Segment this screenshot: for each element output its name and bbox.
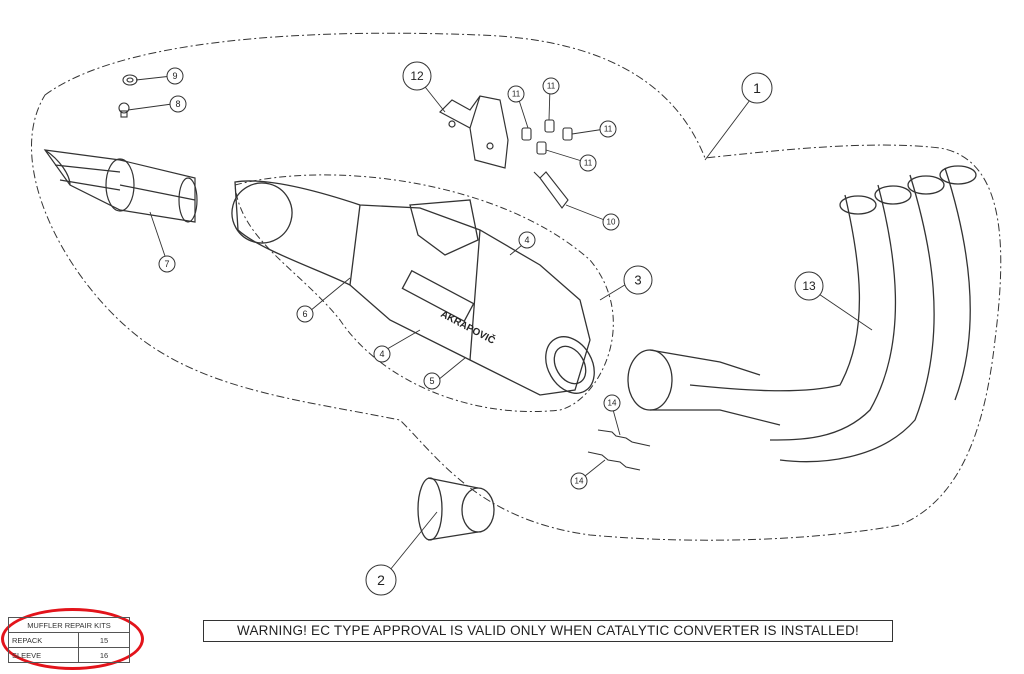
kit-name: REPACK: [8, 632, 79, 648]
callout-9: 9: [166, 67, 184, 85]
svg-text:9: 9: [172, 71, 177, 81]
table-row: REPACK 15: [8, 632, 130, 648]
svg-text:4: 4: [524, 235, 529, 245]
washer-and-bolt: [118, 74, 138, 118]
svg-text:8: 8: [175, 99, 180, 109]
callout-4a: 4: [518, 231, 536, 249]
kit-number: 15: [78, 632, 130, 648]
svg-text:4: 4: [379, 349, 384, 359]
svg-text:3: 3: [634, 273, 641, 288]
svg-text:5: 5: [429, 376, 434, 386]
callout-3: 3: [623, 265, 653, 295]
callout-8: 8: [169, 95, 187, 113]
kit-number: 16: [78, 647, 130, 663]
callout-11c: 11: [599, 120, 617, 138]
svg-text:11: 11: [584, 159, 593, 168]
svg-text:10: 10: [607, 218, 616, 227]
callout-13: 13: [794, 271, 824, 301]
repair-kits-title: MUFFLER REPAIR KITS: [8, 617, 130, 633]
callout-14a: 14: [603, 394, 621, 412]
callout-11a: 11: [507, 85, 525, 103]
table-row: SLEEVE 16: [8, 647, 130, 663]
svg-text:1: 1: [753, 80, 761, 96]
svg-text:6: 6: [302, 309, 307, 319]
end-cap-tips: [43, 149, 198, 223]
callout-4b: 4: [373, 345, 391, 363]
sleeve: [417, 477, 495, 541]
callout-2: 2: [365, 564, 397, 596]
springs: [587, 429, 651, 471]
mounting-bracket: [439, 95, 509, 169]
warning-notice: WARNING! EC TYPE APPROVAL IS VALID ONLY …: [203, 620, 893, 642]
svg-text:7: 7: [164, 259, 169, 269]
callout-5: 5: [423, 372, 441, 390]
svg-text:11: 11: [512, 90, 521, 99]
callout-12: 12: [402, 61, 432, 91]
callout-10: 10: [602, 213, 620, 231]
callout-11d: 11: [579, 154, 597, 172]
svg-text:13: 13: [802, 279, 816, 293]
muffler-assembly-boundary: [234, 174, 614, 413]
header-pipes: [627, 165, 977, 463]
callout-1: 1: [741, 72, 773, 104]
callout-6: 6: [296, 305, 314, 323]
svg-text:14: 14: [608, 399, 617, 408]
callout-14b: 14: [570, 472, 588, 490]
svg-text:11: 11: [547, 82, 556, 91]
svg-text:11: 11: [604, 125, 613, 134]
svg-text:12: 12: [410, 69, 424, 83]
kit-name: SLEEVE: [8, 647, 79, 663]
muffler-body: [231, 180, 595, 396]
callout-7: 7: [158, 255, 176, 273]
svg-text:2: 2: [377, 572, 385, 588]
repair-kits-table: MUFFLER REPAIR KITS REPACK 15 SLEEVE 16: [8, 617, 130, 663]
repair-kits-highlight-ring: [1, 608, 144, 670]
leader-lines: [127, 75, 873, 571]
nuts: [521, 119, 573, 155]
kit-boundary: [31, 32, 1002, 541]
sensor-plug: [533, 171, 569, 209]
svg-text:14: 14: [575, 477, 584, 486]
callout-11b: 11: [542, 77, 560, 95]
